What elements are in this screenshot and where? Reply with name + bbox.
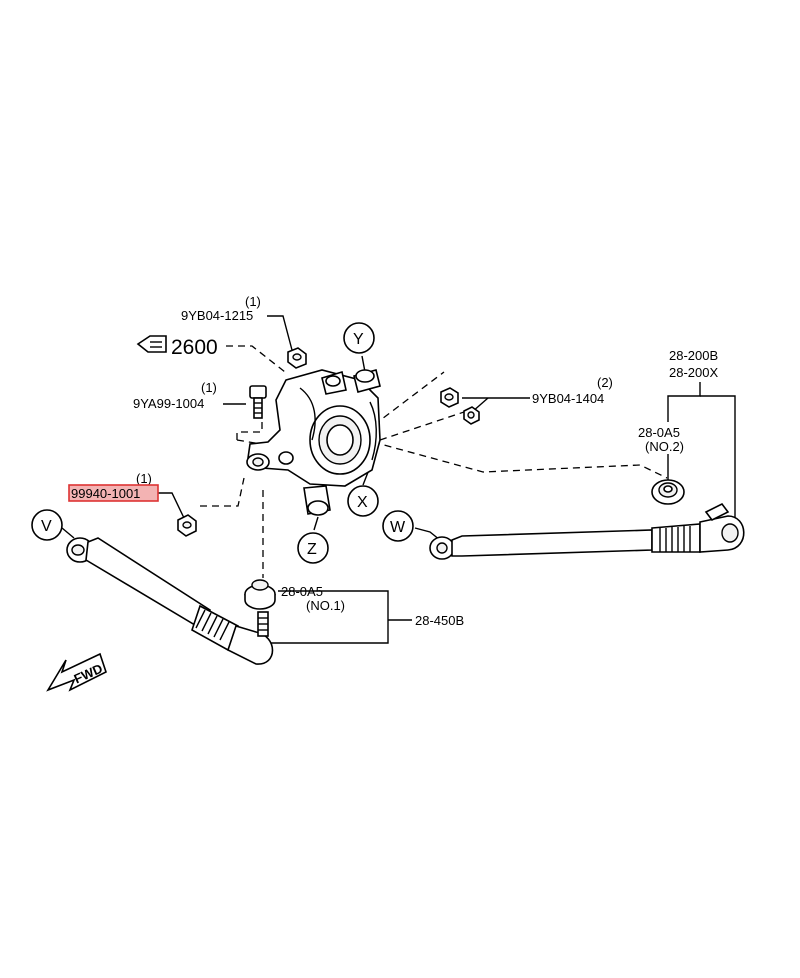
part-28-0a5-no2-note: (NO.2) (645, 439, 684, 454)
callout-y-letter: Y (353, 331, 364, 348)
fwd-indicator: FWD (46, 652, 107, 692)
callout-x[interactable]: X (347, 485, 379, 517)
bushing-no1-illustration (244, 579, 276, 610)
callout-w-letter: W (390, 519, 406, 536)
nut-99940-1001-illustration (177, 514, 197, 537)
ref-2600[interactable]: 2600 (136, 335, 218, 359)
part-99940-1001-qty: (1) (136, 471, 152, 486)
forward-arrow-icon (46, 652, 107, 692)
part-28-0a5-no1-note: (NO.1) (306, 598, 345, 613)
callout-v[interactable]: V (31, 509, 63, 541)
nuts-9yb04-1404-illustration (440, 387, 480, 425)
lower-link-illustration (66, 537, 274, 665)
part-28-200b-number[interactable]: 28-200B (669, 348, 718, 363)
part-9yb04-1404-qty: (2) (597, 375, 613, 390)
part-9yb04-1215-qty: (1) (245, 294, 261, 309)
callout-v-letter: V (41, 518, 52, 535)
bushing-no2-illustration (651, 479, 685, 505)
part-28-0a5-no1-number[interactable]: 28-0A5 (281, 584, 323, 599)
part-9yb04-1215-number[interactable]: 9YB04-1215 (181, 308, 253, 323)
part-99940-1001-highlight (68, 484, 159, 502)
part-9ya99-1004-number[interactable]: 9YA99-1004 (133, 396, 204, 411)
callout-z[interactable]: Z (297, 532, 329, 564)
part-99940-1001-number[interactable]: 99940-1001 (71, 486, 140, 501)
part-9yb04-1404-number[interactable]: 9YB04-1404 (532, 391, 604, 406)
pointing-hand-icon (136, 335, 167, 353)
part-28-450b-number[interactable]: 28-450B (415, 613, 464, 628)
callout-z-letter: Z (307, 541, 317, 558)
nut-9yb04-1215-illustration (287, 347, 307, 369)
part-28-0a5-no2-number[interactable]: 28-0A5 (638, 425, 680, 440)
knuckle-illustration (246, 369, 381, 516)
part-9ya99-1004-qty: (1) (201, 380, 217, 395)
ref-2600-label[interactable]: 2600 (171, 336, 218, 359)
upper-link-illustration (429, 502, 745, 560)
callout-y[interactable]: Y (343, 322, 375, 354)
bolt-9ya99-1004-illustration (249, 385, 267, 419)
callout-x-letter: X (357, 494, 368, 511)
part-28-200x-number[interactable]: 28-200X (669, 365, 718, 380)
callout-w[interactable]: W (382, 510, 414, 542)
